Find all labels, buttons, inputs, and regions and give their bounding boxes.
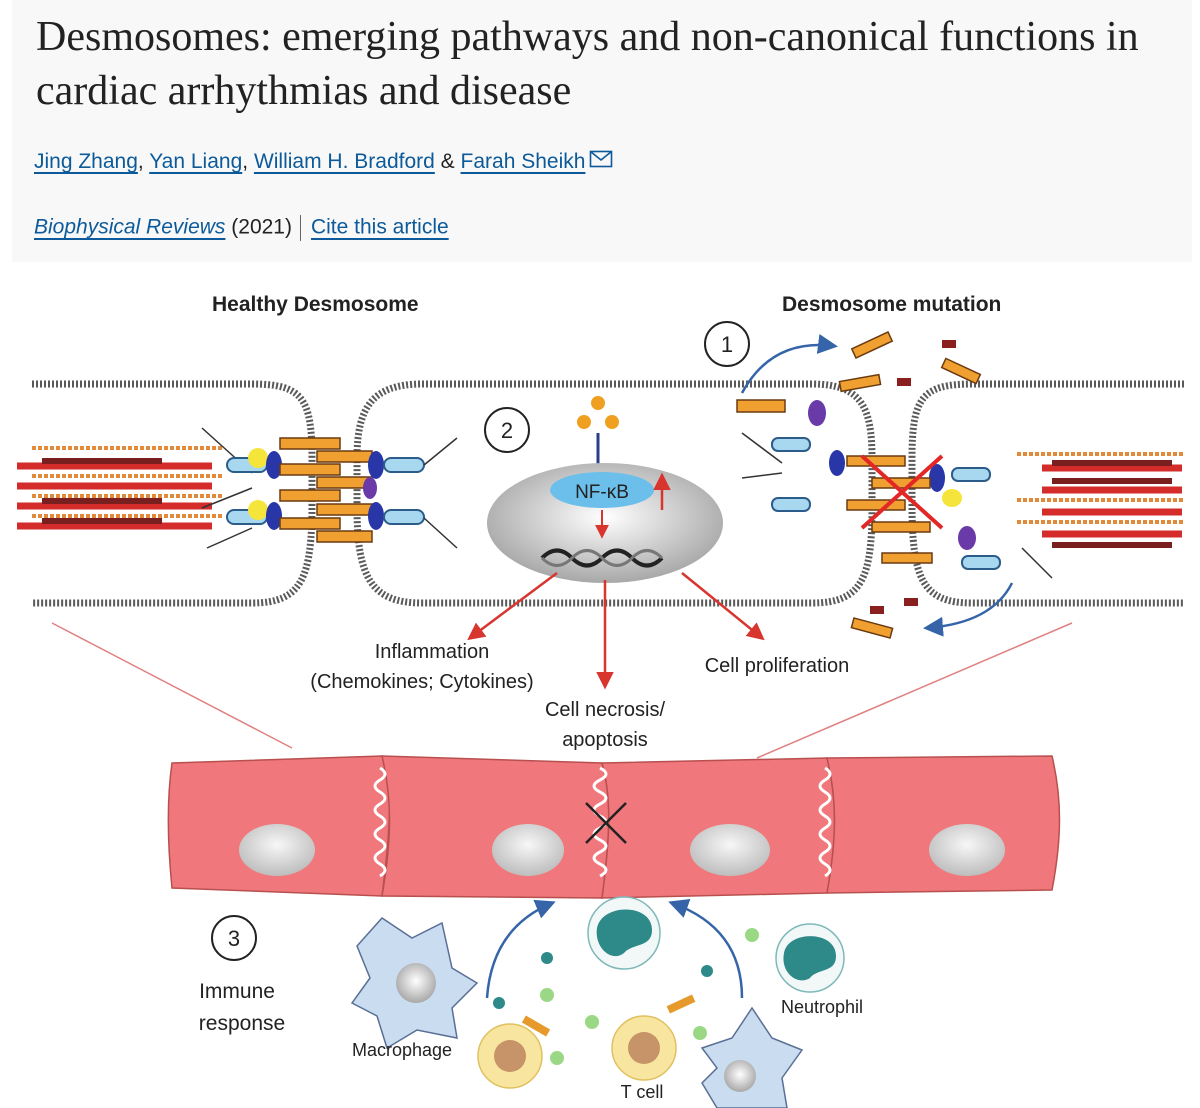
envelope-icon[interactable] [589,150,613,174]
nf-kb-label: NF-κB [575,482,629,503]
response-label: response [199,1012,285,1035]
step-3-marker [211,915,257,961]
author-link[interactable]: William H. Bradford [253,150,435,173]
step-3-number: 3 [228,926,240,951]
desmosome-mutation-heading: Desmosome mutation [782,293,1001,316]
neutrophil-cell [587,896,845,993]
t-cell-label: T cell [621,1082,664,1102]
return-arrow [923,582,1014,637]
step-2-marker [484,407,530,453]
neutrophil-label: Neutrophil [781,997,863,1017]
released-fragments [736,331,982,639]
article-title: Desmosomes: emerging pathways and non-ca… [36,14,1139,114]
article-header: Desmosomes: emerging pathways and non-ca… [12,0,1192,262]
release-arrow [740,334,838,394]
cite-article-link[interactable]: Cite this article [310,215,449,239]
author-separator: & [440,150,455,173]
step-2-number: 2 [501,418,513,443]
inflammation-label: Inflammation [375,641,490,663]
t-cell [611,1015,677,1081]
citation-line: Biophysical Reviews (2021) Cite this arti… [34,215,449,241]
cell-membranes [32,380,1184,607]
macrophage-cell [350,917,479,1050]
nf-kb-complex [550,472,654,508]
desmosome-figure: Healthy Desmosome Desmosome mutation [12,278,1196,1108]
t-cell-left [477,1023,543,1089]
cardiomyocyte-chain [167,755,1061,899]
immune-label: Immune [199,980,275,1003]
myofibrils-left [17,446,222,530]
author-link[interactable]: Jing Zhang [34,150,138,173]
desmosome-mutant [741,400,1053,579]
author-link[interactable]: Yan Liang [149,150,243,173]
desmosome-healthy-right [363,437,458,549]
author-separator: , [137,150,144,173]
necrosis-label: Cell necrosis/ [545,699,665,721]
healthy-desmosome-heading: Healthy Desmosome [212,293,419,316]
journal-link[interactable]: Biophysical Reviews [34,215,226,239]
step-1-number: 1 [721,332,733,357]
macrophage-label: Macrophage [352,1040,452,1060]
cytokine-particles [493,928,759,1065]
dna-helix-strand [540,549,664,567]
desmosome-healthy-left [201,427,282,549]
author-link[interactable]: Farah Sheikh [460,150,586,173]
ligand-signal [577,396,619,470]
myofibrils-right [1017,452,1184,548]
divider [299,215,301,241]
author-separator: , [242,150,249,173]
outcome-arrows [467,571,765,690]
proliferation-label: Cell proliferation [705,655,850,677]
author-list: Jing Zhang, Yan Liang, William H. Bradfo… [34,150,613,174]
apoptosis-label: apoptosis [562,729,648,751]
inflammation-sublabel: (Chemokines; Cytokines) [310,671,533,693]
infiltration-arrow-right [668,898,744,999]
step-1-marker [704,321,750,367]
macrophage-cell-2 [700,1006,804,1108]
publication-year: (2021) [231,215,292,239]
infiltration-arrow-left [485,899,556,999]
zoom-guide-lines [51,622,1073,759]
junction-broken-cross-icon [585,802,627,844]
disruption-cross-icon [860,454,944,530]
